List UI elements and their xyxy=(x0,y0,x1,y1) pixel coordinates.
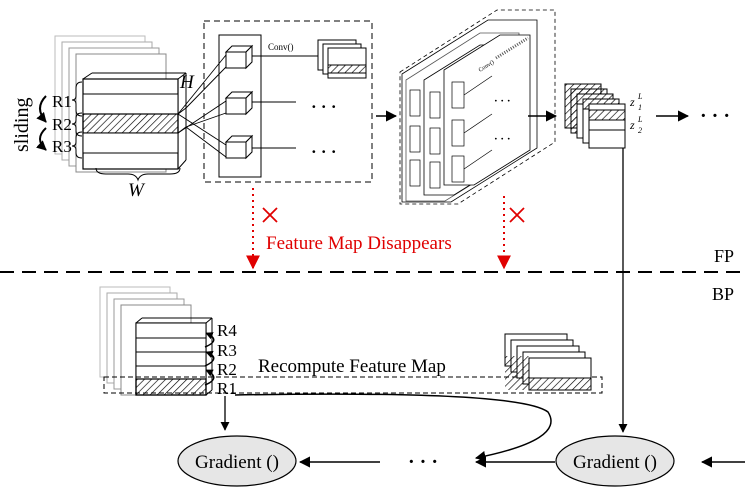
width-label: W xyxy=(128,180,146,201)
hatched-row-r2 xyxy=(82,113,179,134)
svg-text:2: 2 xyxy=(638,126,642,135)
sliding-label: sliding xyxy=(11,98,33,152)
conv-dashed-box xyxy=(203,20,373,183)
conv-ellipsis-1: · · · xyxy=(311,97,337,116)
r3-label: R3 xyxy=(52,137,72,156)
svg-text:1: 1 xyxy=(638,103,642,112)
bp-arrow-3 xyxy=(204,332,215,348)
bp-output-stack xyxy=(504,333,592,391)
gradient-left-node: Gradient () xyxy=(177,435,297,487)
bp-arrow-2 xyxy=(204,350,215,367)
svg-text:L: L xyxy=(637,115,643,124)
z2-label: z 2 L xyxy=(629,115,643,135)
height-label: H xyxy=(179,72,195,93)
recompute-label: Recompute Feature Map xyxy=(258,356,446,377)
bp-label: BP xyxy=(712,284,734,304)
output-stack-z xyxy=(564,83,626,149)
r4-label: R4 xyxy=(217,321,237,340)
red-x-right-b xyxy=(509,207,525,223)
right-ellipsis: · · · xyxy=(700,105,730,127)
r1-brace xyxy=(71,81,83,117)
r2-label-bp: R2 xyxy=(217,360,237,379)
gradient-right-label: Gradient () xyxy=(573,452,657,473)
bp-hatched-row-r1 xyxy=(135,378,207,396)
conv-cube-2 xyxy=(224,90,254,116)
fp-label: FP xyxy=(714,246,734,266)
r1-label-bp: R1 xyxy=(217,379,237,398)
svg-text:z: z xyxy=(629,118,635,132)
conv-label: Conv() xyxy=(268,42,294,52)
disappear-marks xyxy=(246,188,525,270)
row-to-cube-lines xyxy=(177,54,227,158)
conv-ellipsis-2: · · · xyxy=(311,142,337,161)
conv-output-stack xyxy=(317,39,367,79)
feature-map-disappears-label: Feature Map Disappears xyxy=(266,233,452,254)
gradient-left-label: Gradient () xyxy=(195,452,279,473)
recompute-dashed-box xyxy=(103,376,603,394)
r3-brace xyxy=(71,131,83,159)
width-brace xyxy=(95,167,181,182)
conv-cube-1 xyxy=(224,44,254,70)
r3-label-bp: R3 xyxy=(217,341,237,360)
input-feature-stack xyxy=(54,35,187,173)
sliding-arrow-2 xyxy=(35,127,47,151)
layer-stack-ellipsis-1: · · · xyxy=(494,95,511,107)
svg-text:L: L xyxy=(637,92,643,101)
r2-brace xyxy=(71,112,83,137)
svg-text:z: z xyxy=(629,95,635,109)
bottom-ellipsis: · · · xyxy=(408,451,438,473)
bp-arrow-1 xyxy=(204,369,215,386)
red-x-left-b xyxy=(262,207,278,223)
layer-stack-inner-boxes xyxy=(409,75,493,189)
bp-input-stack xyxy=(99,286,213,396)
r1-to-middle-curve xyxy=(234,393,552,462)
z1-label: z 1 L xyxy=(629,92,643,112)
r1-label: R1 xyxy=(52,92,72,111)
conv-cube-3 xyxy=(224,134,254,160)
layer-stack-mid xyxy=(399,9,556,205)
layer-stack-ellipsis-2: · · · xyxy=(494,133,511,145)
gradient-right-node: Gradient () xyxy=(555,435,675,487)
sliding-arrow-1 xyxy=(36,95,47,123)
r2-label: R2 xyxy=(52,115,72,134)
